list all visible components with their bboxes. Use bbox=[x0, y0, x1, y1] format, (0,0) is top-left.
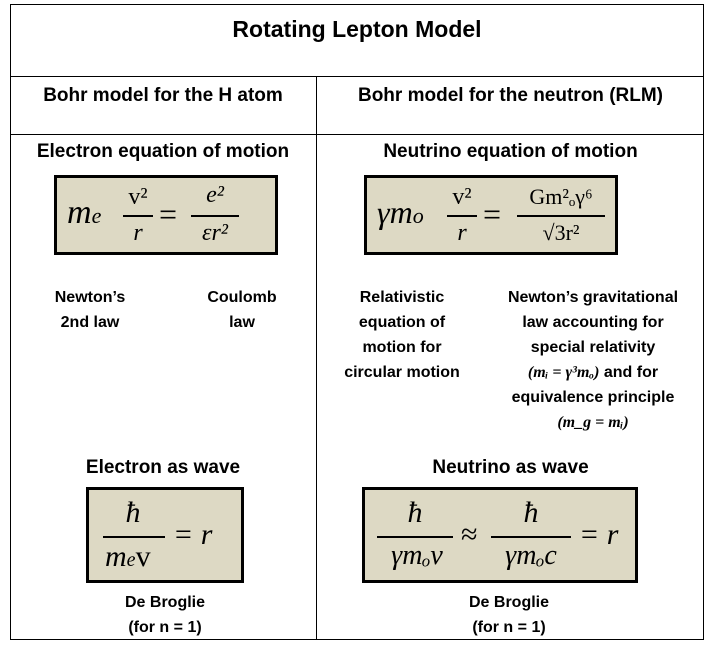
table-title: Rotating Lepton Model bbox=[232, 16, 482, 42]
left-motion-title: Electron equation of motion bbox=[36, 141, 290, 162]
eq-denominator-sqrt3r2: √3r² bbox=[542, 220, 580, 245]
table-frame bbox=[10, 4, 704, 640]
eq-symbol-m: m bbox=[67, 194, 92, 231]
neutrino-motion-equation: γmo v² r = Gm²ₒγ⁶ √3r² bbox=[364, 175, 618, 255]
eq-equals: = bbox=[159, 196, 178, 232]
electron-wave-equation: ħ mev = r bbox=[86, 487, 244, 583]
newton-second-law-label: Newton’s 2nd law bbox=[54, 289, 126, 331]
eq-numerator-v2: v² bbox=[452, 184, 472, 210]
eq-symbol-m: m bbox=[389, 194, 413, 230]
mg-equation: (m_g = mᵢ) bbox=[557, 414, 629, 431]
divider-title bbox=[10, 76, 704, 77]
eq-subscript-e: e bbox=[126, 549, 136, 571]
eq-denominator-er2: εr² bbox=[202, 220, 228, 246]
eq-equals-r: = r bbox=[579, 518, 619, 551]
eq-hbar: ħ bbox=[125, 496, 141, 529]
divider-column bbox=[316, 76, 317, 640]
neutrino-wave-equation: ħ γmₒv ≈ ħ γmₒc = r bbox=[362, 487, 638, 583]
eq-approx: ≈ bbox=[461, 518, 478, 551]
eq-denominator-gmoc: γmₒc bbox=[505, 540, 557, 571]
eq-numerator-gravity: Gm²ₒγ⁶ bbox=[529, 184, 593, 209]
eq-numerator-v2: v² bbox=[128, 184, 148, 210]
eq-symbol-gamma: γ bbox=[377, 194, 390, 230]
eq-equals-r: = r bbox=[173, 518, 213, 551]
left-wave-title: Electron as wave bbox=[85, 457, 241, 478]
mi-equation: (mᵢ = γ³mₒ) bbox=[527, 364, 600, 381]
left-debroglie-label: De Broglie (for n = 1) bbox=[124, 594, 205, 636]
right-wave-title: Neutrino as wave bbox=[432, 457, 589, 478]
eq-symbol-v: v bbox=[135, 540, 151, 573]
electron-motion-equation: me v² r = e² εr² bbox=[54, 175, 278, 255]
eq-denominator-r: r bbox=[133, 220, 143, 246]
eq-hbar-2: ħ bbox=[523, 496, 539, 529]
eq-numerator-e2: e² bbox=[206, 182, 224, 208]
right-column-header: Bohr model for the neutron (RLM) bbox=[357, 85, 664, 106]
relativistic-equation-label: Relativistic equation of motion for circ… bbox=[344, 289, 460, 381]
eq-equals: = bbox=[483, 196, 502, 232]
eq-symbol-m: m bbox=[105, 540, 127, 573]
left-column-header: Bohr model for the H atom bbox=[43, 85, 283, 106]
coulomb-law-label: Coulomb law bbox=[207, 289, 277, 331]
eq-denominator-r: r bbox=[457, 220, 467, 246]
eq-hbar-1: ħ bbox=[407, 496, 423, 529]
eq-subscript-o: o bbox=[412, 203, 424, 228]
gravitational-law-label: Newton’s gravitational law accounting fo… bbox=[488, 285, 698, 435]
right-debroglie-label: De Broglie (for n = 1) bbox=[468, 594, 549, 636]
eq-subscript-e: e bbox=[91, 203, 102, 228]
eq-denominator-gmov: γmₒv bbox=[391, 540, 443, 571]
right-motion-title: Neutrino equation of motion bbox=[383, 141, 638, 162]
divider-header bbox=[10, 134, 704, 135]
